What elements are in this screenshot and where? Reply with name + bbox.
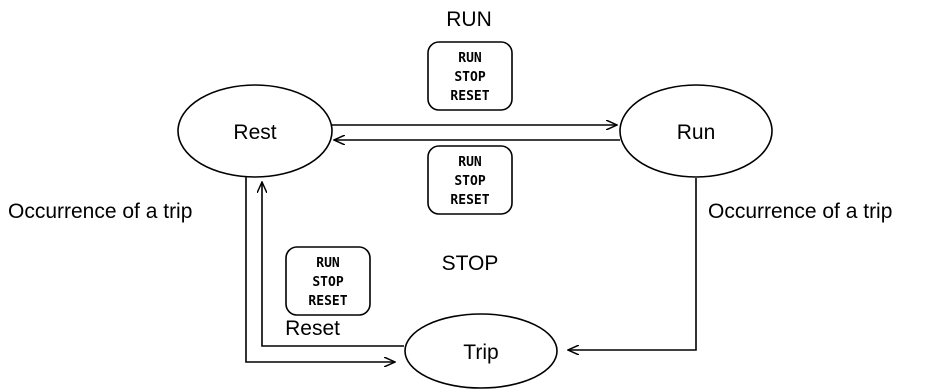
label-trip-left: Occurrence of a trip (8, 200, 192, 223)
key-middle-line3: RESET (450, 193, 489, 208)
label-stop-command: STOP (442, 252, 499, 275)
label-run-command: RUN (446, 8, 492, 31)
key-top-line1: RUN (458, 51, 482, 66)
state-run-label: Run (677, 121, 716, 144)
key-bottom-line1: RUN (316, 256, 340, 271)
arrow-run-to-trip (568, 178, 697, 350)
arrow-trip-to-rest (262, 182, 404, 347)
state-rest-label: Rest (233, 121, 276, 144)
key-middle-line2: STOP (454, 174, 485, 189)
label-reset-command: Reset (285, 317, 340, 340)
run-stop-reset-key-top: RUN STOP RESET (427, 41, 513, 111)
state-trip-label: Trip (463, 341, 498, 364)
arrow-rest-to-trip (245, 177, 395, 362)
state-rest: Rest (177, 84, 333, 178)
key-bottom-line2: STOP (312, 275, 343, 290)
key-bottom-line3: RESET (308, 294, 347, 309)
run-stop-reset-key-bottom: RUN STOP RESET (285, 246, 371, 316)
key-middle-line1: RUN (458, 155, 482, 170)
state-trip: Trip (404, 313, 558, 389)
state-run: Run (619, 84, 773, 178)
key-top-line2: STOP (454, 70, 485, 85)
label-trip-right: Occurrence of a trip (708, 200, 892, 223)
key-top-line3: RESET (450, 89, 489, 104)
run-stop-reset-key-middle: RUN STOP RESET (427, 145, 513, 215)
